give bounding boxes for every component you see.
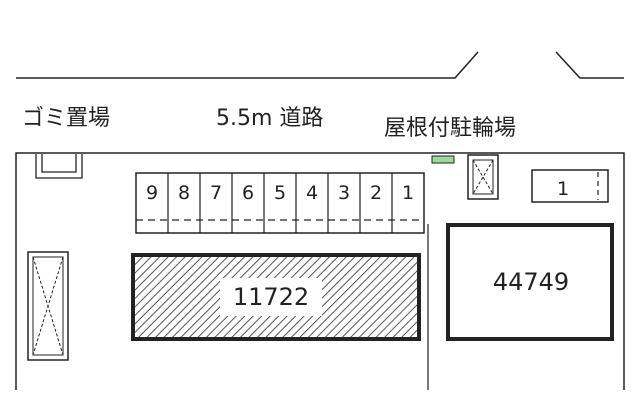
parking-space-right-number: 1 — [557, 178, 569, 200]
parking-space-number: 3 — [338, 182, 350, 204]
building-left: 11722 — [131, 253, 421, 341]
garbage-area-label: ゴミ置場 — [22, 106, 110, 131]
green-marker — [431, 155, 455, 164]
parking-space-number: 4 — [306, 182, 318, 204]
left-storage — [27, 251, 69, 361]
parking-space-number: 2 — [370, 182, 382, 204]
parking-space-number: 8 — [178, 182, 190, 204]
building-right: 44749 — [446, 223, 614, 341]
parking-space-number: 7 — [210, 182, 222, 204]
parking-space-number: 9 — [146, 182, 158, 204]
parking-space-right: 1 — [531, 169, 609, 203]
parking-space-number: 5 — [274, 182, 286, 204]
bicycle-parking-label: 屋根付駐輪場 — [384, 116, 516, 141]
parking-space-number: 6 — [242, 182, 254, 204]
bicycle-parking — [467, 154, 499, 200]
building-left-label: 11722 — [233, 283, 309, 311]
garbage-area — [35, 154, 83, 179]
road-label: 5.5m 道路 — [216, 106, 323, 131]
parking-space-number: 1 — [402, 182, 414, 204]
building-right-label: 44749 — [493, 268, 569, 296]
site-boundary — [15, 152, 625, 390]
road-edge-line — [16, 51, 624, 79]
